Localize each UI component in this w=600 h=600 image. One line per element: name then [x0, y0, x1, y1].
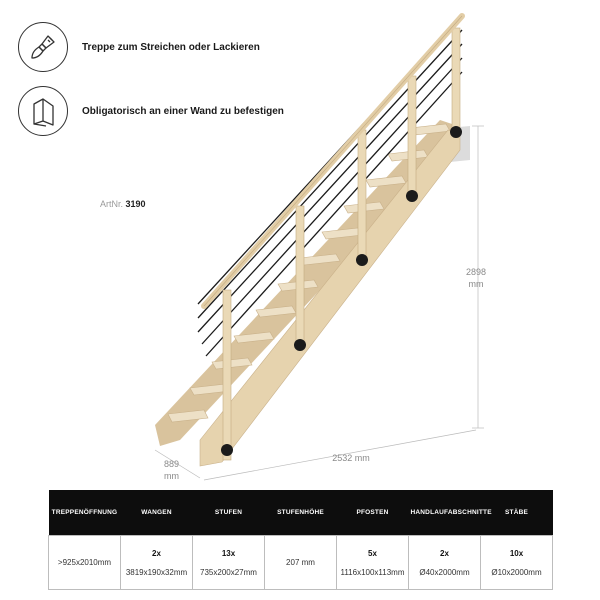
width-dimension-line — [203, 429, 477, 481]
cell-posts: 5x 1116x100x113mm — [336, 535, 409, 590]
cell-step-height: 207 mm — [264, 535, 337, 590]
value-handrail: Ø40x2000mm — [419, 567, 470, 577]
qty-rods: 10x — [509, 548, 524, 558]
header-rods: STÄBE — [480, 490, 553, 536]
cell-steps: 13x 735x200x27mm — [192, 535, 265, 590]
feature-icon-circle — [18, 22, 68, 72]
value-posts: 1116x100x113mm — [340, 567, 405, 577]
qty-stringers: 2x — [152, 548, 161, 558]
header-steps: STUFEN — [192, 490, 265, 536]
article-number: ArtNr. 3190 — [100, 199, 146, 209]
wall-corner-icon — [33, 98, 54, 127]
header-opening: TREPPENÖFFNUNG — [48, 490, 121, 536]
article-number-label: ArtNr. — [100, 199, 124, 209]
cell-stringers: 2x 3819x190x32mm — [120, 535, 193, 590]
value-stringers: 3819x190x32mm — [125, 567, 188, 577]
feature-wall-text: Obligatorisch an einer Wand zu befestige… — [82, 105, 284, 117]
depth-dimension: 889 mm — [164, 459, 180, 481]
spec-value-row: >925x2010mm 2x 3819x190x32mm 13x 735x200x2… — [48, 535, 553, 590]
paintbrush-icon — [31, 35, 55, 59]
header-step-height: STUFENHÖHE — [264, 490, 337, 536]
spec-header-row: TREPPENÖFFNUNG WANGEN STUFEN STUFENHÖHE … — [48, 490, 553, 536]
feature-icon-circle — [18, 86, 68, 136]
depth-dimension-line — [154, 449, 201, 479]
header-handrail: HANDLAUFABSCHNITTE — [408, 490, 492, 536]
feature-paint: Treppe zum Streichen oder Lackieren — [18, 22, 260, 72]
qty-steps: 13x — [221, 548, 236, 558]
qty-posts: 5x — [368, 548, 377, 558]
width-dimension: 2532 mm — [332, 453, 370, 463]
value-steps: 735x200x27mm — [200, 567, 257, 577]
height-dimension: 2898 mm — [466, 267, 487, 289]
header-stringers: WANGEN — [120, 490, 193, 536]
value-step-height: 207 mm — [286, 558, 315, 567]
header-posts: PFOSTEN — [336, 490, 409, 536]
post-brackets — [221, 126, 462, 456]
spec-table: TREPPENÖFFNUNG WANGEN STUFEN STUFENHÖHE … — [48, 490, 553, 590]
feature-wall: Obligatorisch an einer Wand zu befestige… — [18, 86, 284, 136]
front-stringer — [199, 129, 461, 467]
qty-handrail: 2x — [440, 548, 449, 558]
cell-opening: >925x2010mm — [48, 535, 121, 590]
article-number-value: 3190 — [125, 199, 146, 209]
handrail-edge — [203, 15, 463, 307]
feature-paint-text: Treppe zum Streichen oder Lackieren — [82, 41, 260, 53]
value-rods: Ø10x2000mm — [491, 567, 542, 577]
value-opening: >925x2010mm — [57, 558, 112, 567]
